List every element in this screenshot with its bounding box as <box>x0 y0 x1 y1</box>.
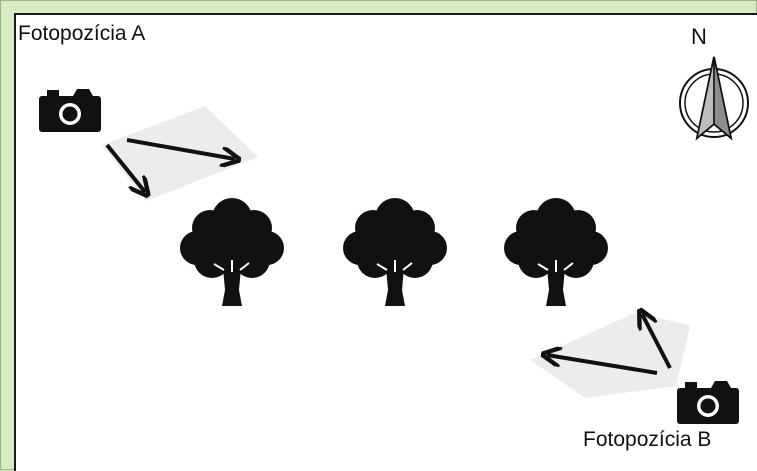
north-label: N <box>691 24 707 49</box>
tree-icon-2 <box>342 197 448 307</box>
arrow-b-north <box>642 314 672 369</box>
camera-a-icon <box>39 89 101 132</box>
tree-icon-1 <box>179 197 285 307</box>
arrow-a-east <box>126 138 235 159</box>
arrow-a-south <box>105 143 145 192</box>
photo-position-a-label: Fotopozícia A <box>18 22 146 45</box>
compass-icon <box>679 56 749 141</box>
photo-position-b-label: Fotopozícia B <box>583 428 712 451</box>
field-of-view-a <box>102 106 258 201</box>
tree-icon-3 <box>503 197 609 307</box>
camera-b-icon <box>677 381 739 424</box>
arrow-b-west <box>547 355 658 375</box>
